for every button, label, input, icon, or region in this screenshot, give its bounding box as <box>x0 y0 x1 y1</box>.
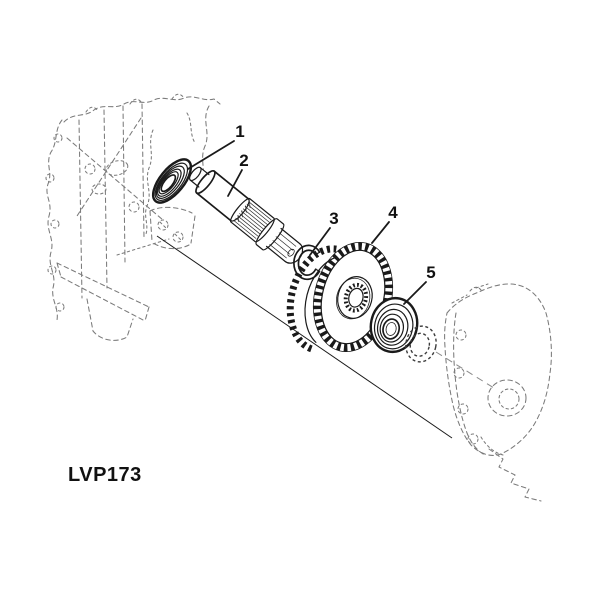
callout-1: 1 <box>187 122 245 170</box>
bearing1-race <box>154 162 189 201</box>
spline-section-edges <box>230 197 275 243</box>
block-boss <box>45 173 55 183</box>
block-bolt-hole <box>172 231 184 243</box>
gear-bore <box>348 287 364 308</box>
snap-ring-ends <box>315 251 321 272</box>
bearing5-bore <box>382 318 401 340</box>
block-port <box>91 183 107 195</box>
callout-5-leader <box>403 281 427 305</box>
snap-ring-outer <box>293 244 321 281</box>
block-port <box>128 201 140 213</box>
block-bolt-hole <box>157 219 169 231</box>
block-flange-hint <box>116 238 170 256</box>
block-port <box>105 160 129 176</box>
axis-centerline <box>435 351 495 389</box>
gear-back-teeth <box>286 245 337 353</box>
callout-4-label: 4 <box>388 203 398 222</box>
bearing5-race <box>376 308 409 346</box>
projection-line <box>156 235 453 439</box>
bearing5-outer-ring <box>369 296 419 354</box>
gear-bore-splines <box>343 282 369 313</box>
bearing5-bore-inner <box>385 322 397 336</box>
engine-block-sketch <box>45 93 221 341</box>
part-3-snap-ring <box>293 244 321 281</box>
block-inner-edge <box>145 129 154 235</box>
bearing1-race <box>155 165 185 199</box>
housing-bottom-steps <box>488 448 542 502</box>
callout-5-label: 5 <box>426 263 435 282</box>
callout-5: 5 <box>403 263 436 305</box>
housing-shaft-boss <box>487 379 527 417</box>
block-cross-braces <box>66 117 164 221</box>
washer-outer <box>405 325 437 363</box>
spline-hatch <box>237 200 251 222</box>
bearing1-bore <box>160 174 177 193</box>
callout-2-label: 2 <box>239 151 248 170</box>
housing-outline <box>444 283 552 456</box>
housing-flange-boss <box>467 433 479 445</box>
callout-3: 3 <box>309 209 339 256</box>
rear-housing-sketch <box>444 283 552 502</box>
housing-flange-boss <box>457 403 469 415</box>
housing-bottom-arc <box>480 436 504 456</box>
figure-code: LVP173 <box>68 464 142 486</box>
spline-teeth-lines <box>233 201 272 239</box>
part-5-bearing <box>369 296 419 354</box>
part-1-bearing <box>151 158 193 204</box>
bearing1-race <box>157 168 182 197</box>
part-2-shaft <box>189 166 304 264</box>
shaft-tip-detail <box>287 248 295 257</box>
callout-1-leader <box>187 140 235 170</box>
shaft-body-sides <box>195 170 250 222</box>
gear-hub-side <box>335 277 371 320</box>
callout-3-label: 3 <box>329 209 338 228</box>
block-boss <box>55 302 65 312</box>
snap-ring-inner <box>297 249 317 276</box>
callout-4: 4 <box>371 203 398 244</box>
block-bottom-flange <box>56 262 150 341</box>
shaft-collar <box>255 218 285 251</box>
housing-top-tabs <box>451 283 489 304</box>
callout-2: 2 <box>227 151 249 197</box>
shaft-end-flutes <box>269 232 297 259</box>
callout-3-leader <box>309 227 331 256</box>
housing-flange-boss <box>455 329 467 341</box>
bearing5-race <box>379 313 405 343</box>
block-bolt-ticks <box>159 221 182 241</box>
callout-4-leader <box>371 221 390 244</box>
callout-1-label: 1 <box>235 122 244 141</box>
block-top-edge <box>63 96 221 123</box>
bearing1-race <box>158 171 179 195</box>
block-vertical-ribs <box>78 103 145 299</box>
block-top-tabs <box>85 93 185 113</box>
bearing1-outer-ring <box>151 158 193 204</box>
gear-hub <box>337 276 373 319</box>
housing-flange-boss <box>453 367 465 379</box>
block-mount-pad <box>149 206 196 250</box>
housing-flange-inner <box>453 312 486 456</box>
block-port <box>84 163 96 175</box>
block-boss <box>53 133 63 143</box>
housing-shaft-bore <box>498 388 520 410</box>
block-corner-arc <box>186 112 196 144</box>
callout-2-leader <box>227 169 243 197</box>
block-boss <box>50 219 60 229</box>
block-left-lobes <box>46 119 63 321</box>
shaft-end-sides <box>265 227 301 263</box>
block-boss <box>47 265 57 275</box>
